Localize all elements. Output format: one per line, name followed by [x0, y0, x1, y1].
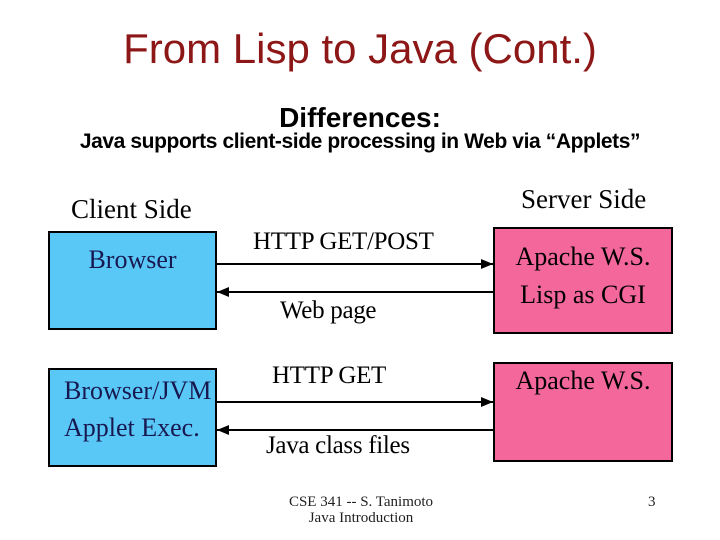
arrow-http-get-line: [217, 401, 493, 403]
slide-title: From Lisp to Java (Cont.): [123, 25, 597, 72]
client-box-browser: Browser: [48, 231, 217, 330]
arrow-right-icon: [481, 397, 493, 407]
client-side-label: Client Side: [71, 194, 192, 224]
page-number: 3: [648, 494, 656, 510]
server-box-lisp-cgi-label: Lisp as CGI: [520, 280, 646, 309]
client-box-browser-label: Browser: [88, 245, 177, 274]
footer: CSE 341 -- S. Tanimoto Java Introduction: [241, 494, 481, 526]
server-box-apache-2-label: Apache W.S.: [515, 366, 651, 395]
server-box-apache-2: Apache W.S.: [493, 362, 673, 462]
arrow-left-icon: [217, 425, 229, 435]
arrow-label-java-class-files: Java class files: [266, 432, 410, 459]
arrow-label-http-get: HTTP GET: [272, 362, 387, 389]
arrow-java-class-files-line: [217, 429, 493, 431]
client-box-applet-label: Applet Exec.: [64, 413, 200, 442]
footer-topic: Java Introduction: [308, 510, 414, 526]
differences-heading: Differences:: [279, 102, 441, 133]
client-box-browser-jvm: Browser/JVM Applet Exec.: [48, 368, 217, 467]
arrow-http-get-post-line: [217, 263, 493, 265]
server-side-label: Server Side: [521, 184, 647, 214]
subheading: Java supports client-side processing in …: [79, 130, 641, 153]
server-box-apache-label: Apache W.S.: [515, 242, 651, 271]
arrow-left-icon: [217, 287, 229, 297]
arrow-right-icon: [481, 259, 493, 269]
server-box-apache-cgi: Apache W.S. Lisp as CGI: [493, 227, 673, 334]
client-box-jvm-label: Browser/JVM: [64, 376, 212, 405]
arrow-label-http-get-post: HTTP GET/POST: [253, 228, 434, 255]
footer-course: CSE 341 -- S. Tanimoto: [288, 494, 434, 510]
arrow-label-web-page: Web page: [280, 297, 377, 324]
arrow-web-page-line: [217, 291, 493, 293]
